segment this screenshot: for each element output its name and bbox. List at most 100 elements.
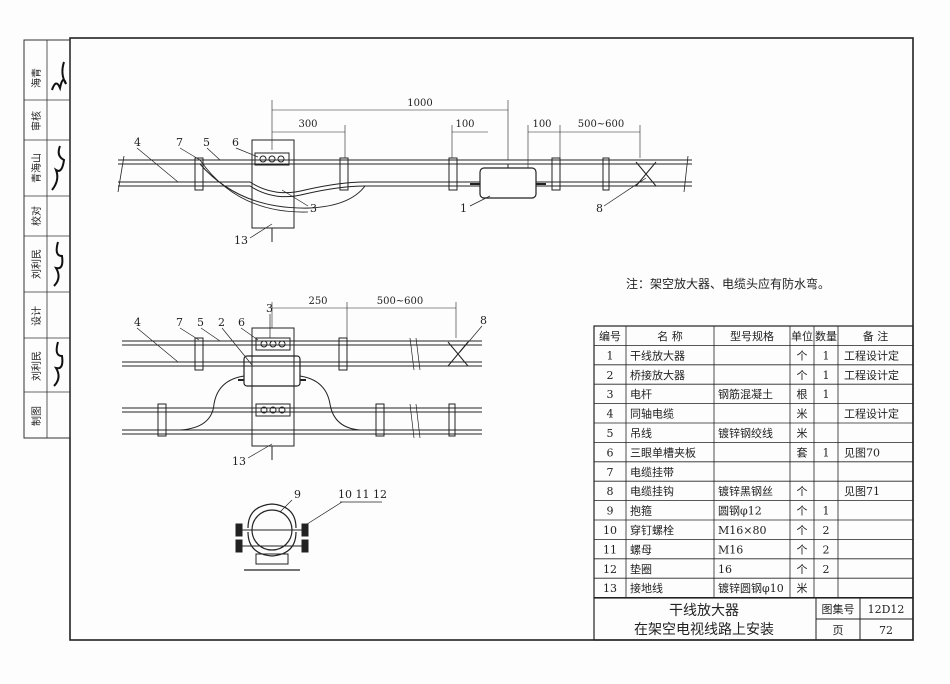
table-cell: 工程设计定 xyxy=(844,368,899,382)
top-view xyxy=(117,100,692,242)
table-cell: 电缆挂带 xyxy=(630,465,674,479)
table-cell: 6 xyxy=(607,446,614,459)
sidebar-role-4: 制图 xyxy=(30,406,43,426)
table-cell: 11 xyxy=(603,543,617,556)
table-cell: 1 xyxy=(607,349,614,362)
signature-mark-2 xyxy=(51,145,66,191)
page-number: 72 xyxy=(879,624,893,637)
table-cell: 12 xyxy=(603,563,617,576)
table-cell: M16 xyxy=(718,543,743,556)
table-cell: 根 xyxy=(797,387,808,401)
table-cell: 1 xyxy=(823,388,830,401)
table-cell: 8 xyxy=(607,485,614,498)
table-cell: 4 xyxy=(607,408,614,421)
installation-note: 注：架空放大器、电缆头应有防水弯。 xyxy=(626,276,830,291)
table-cell: 电缆挂钩 xyxy=(630,484,674,498)
signature-strip: 海青 审核 青海山 校对 刘利民 设计 刘利民 制图 xyxy=(23,39,71,439)
dim-span-top: 500~600 xyxy=(578,119,625,130)
table-cell: 2 xyxy=(823,543,830,556)
table-cell: 个 xyxy=(797,543,808,556)
table-cell: 9 xyxy=(607,505,614,518)
table-cell: 个 xyxy=(797,524,808,537)
table-cell: 2 xyxy=(823,524,830,537)
table-header-cell: 编号 xyxy=(599,329,621,343)
table-cell: 个 xyxy=(797,349,808,362)
table-cell: 1 xyxy=(823,349,830,362)
table-cell: 穿钉螺栓 xyxy=(630,523,674,537)
table-cell: 工程设计定 xyxy=(844,407,899,421)
sidebar-role-2: 校对 xyxy=(30,206,43,226)
callout-3-top: 3 xyxy=(310,202,317,215)
table-cell: 3 xyxy=(607,388,614,401)
table-cell: 米 xyxy=(797,408,808,421)
table-cell: 个 xyxy=(797,485,808,498)
table-cell: 米 xyxy=(797,427,808,440)
table-cell: 抱箍 xyxy=(630,504,652,518)
callout-5-bottom: 5 xyxy=(197,316,204,329)
table-cell: 16 xyxy=(718,563,732,576)
callout-3-bottom: 3 xyxy=(266,302,273,315)
table-cell: 镀锌黑钢丝 xyxy=(718,484,773,498)
table-cell: 1 xyxy=(823,369,830,382)
table-cell: 接地线 xyxy=(630,581,663,595)
table-header-cell: 数量 xyxy=(815,330,837,343)
callout-5-top: 5 xyxy=(203,136,210,149)
table-header-cell: 型号规格 xyxy=(730,329,774,343)
table-cell: 5 xyxy=(607,427,614,440)
callout-4-top: 4 xyxy=(134,136,141,149)
page-label: 页 xyxy=(833,624,844,637)
table-cell: 桥接放大器 xyxy=(630,368,685,382)
callout-6-bottom: 6 xyxy=(238,316,245,329)
dim-gap-top: 100 xyxy=(532,119,551,130)
table-cell: 见图71 xyxy=(844,485,880,498)
callout-13-bottom: 13 xyxy=(232,455,246,468)
signature-mark-1 xyxy=(51,61,67,92)
trunk-amplifier-top xyxy=(479,167,537,199)
table-cell: M16×80 xyxy=(718,524,766,537)
table-cell: 米 xyxy=(797,582,808,595)
table-cell: 13 xyxy=(603,582,617,595)
dim-left-bottom: 250 xyxy=(308,296,327,307)
table-cell: 三眼单槽夹板 xyxy=(630,445,696,459)
dim-right-bottom: 500~600 xyxy=(377,296,424,307)
atlas-label: 图集号 xyxy=(822,602,855,616)
table-cell: 圆钢φ12 xyxy=(718,505,762,518)
table-cell: 个 xyxy=(797,505,808,518)
callout-13-top: 13 xyxy=(234,234,248,247)
table-cell: 个 xyxy=(797,369,808,382)
table-cell: 个 xyxy=(797,563,808,576)
dim-total-top: 1000 xyxy=(407,98,432,109)
sidebar-name-2: 青海山 xyxy=(30,153,43,183)
table-cell: 10 xyxy=(603,524,617,537)
table-cell: 工程设计定 xyxy=(844,348,899,362)
table-cell: 1 xyxy=(823,446,830,459)
table-cell: 1 xyxy=(823,505,830,518)
pole-top xyxy=(251,139,295,229)
bridge-amplifier xyxy=(243,355,301,387)
callout-8-top: 8 xyxy=(596,202,603,215)
table-cell: 垫圈 xyxy=(630,562,652,576)
table-cell: 7 xyxy=(607,466,614,479)
sidebar-role-3: 设计 xyxy=(30,306,43,326)
atlas-number: 12D12 xyxy=(868,603,905,616)
callout-7-top: 7 xyxy=(176,136,183,149)
bottom-view xyxy=(122,302,483,460)
table-header-cell: 备 注 xyxy=(863,329,889,343)
sidebar-name-1: 海青 xyxy=(30,68,43,88)
sidebar-role-1: 审核 xyxy=(30,111,43,131)
table-cell: 螺母 xyxy=(630,543,652,556)
callout-4-bottom: 4 xyxy=(134,316,141,329)
callout-10-12-detail: 10 11 12 xyxy=(338,488,387,501)
dim-left-top: 300 xyxy=(298,119,317,130)
table-cell: 电杆 xyxy=(630,387,652,401)
table-cell: 钢筋混凝土 xyxy=(718,387,773,401)
table-cell: 镀锌圆钢φ10 xyxy=(718,581,784,595)
table-header-cell: 单位 xyxy=(791,329,813,343)
table-cell: 镀锌钢绞线 xyxy=(718,426,773,440)
table-header-cell: 名 称 xyxy=(657,329,683,343)
table-cell: 套 xyxy=(797,446,808,459)
sheet-border xyxy=(69,37,914,641)
callout-1-top: 1 xyxy=(460,202,467,215)
